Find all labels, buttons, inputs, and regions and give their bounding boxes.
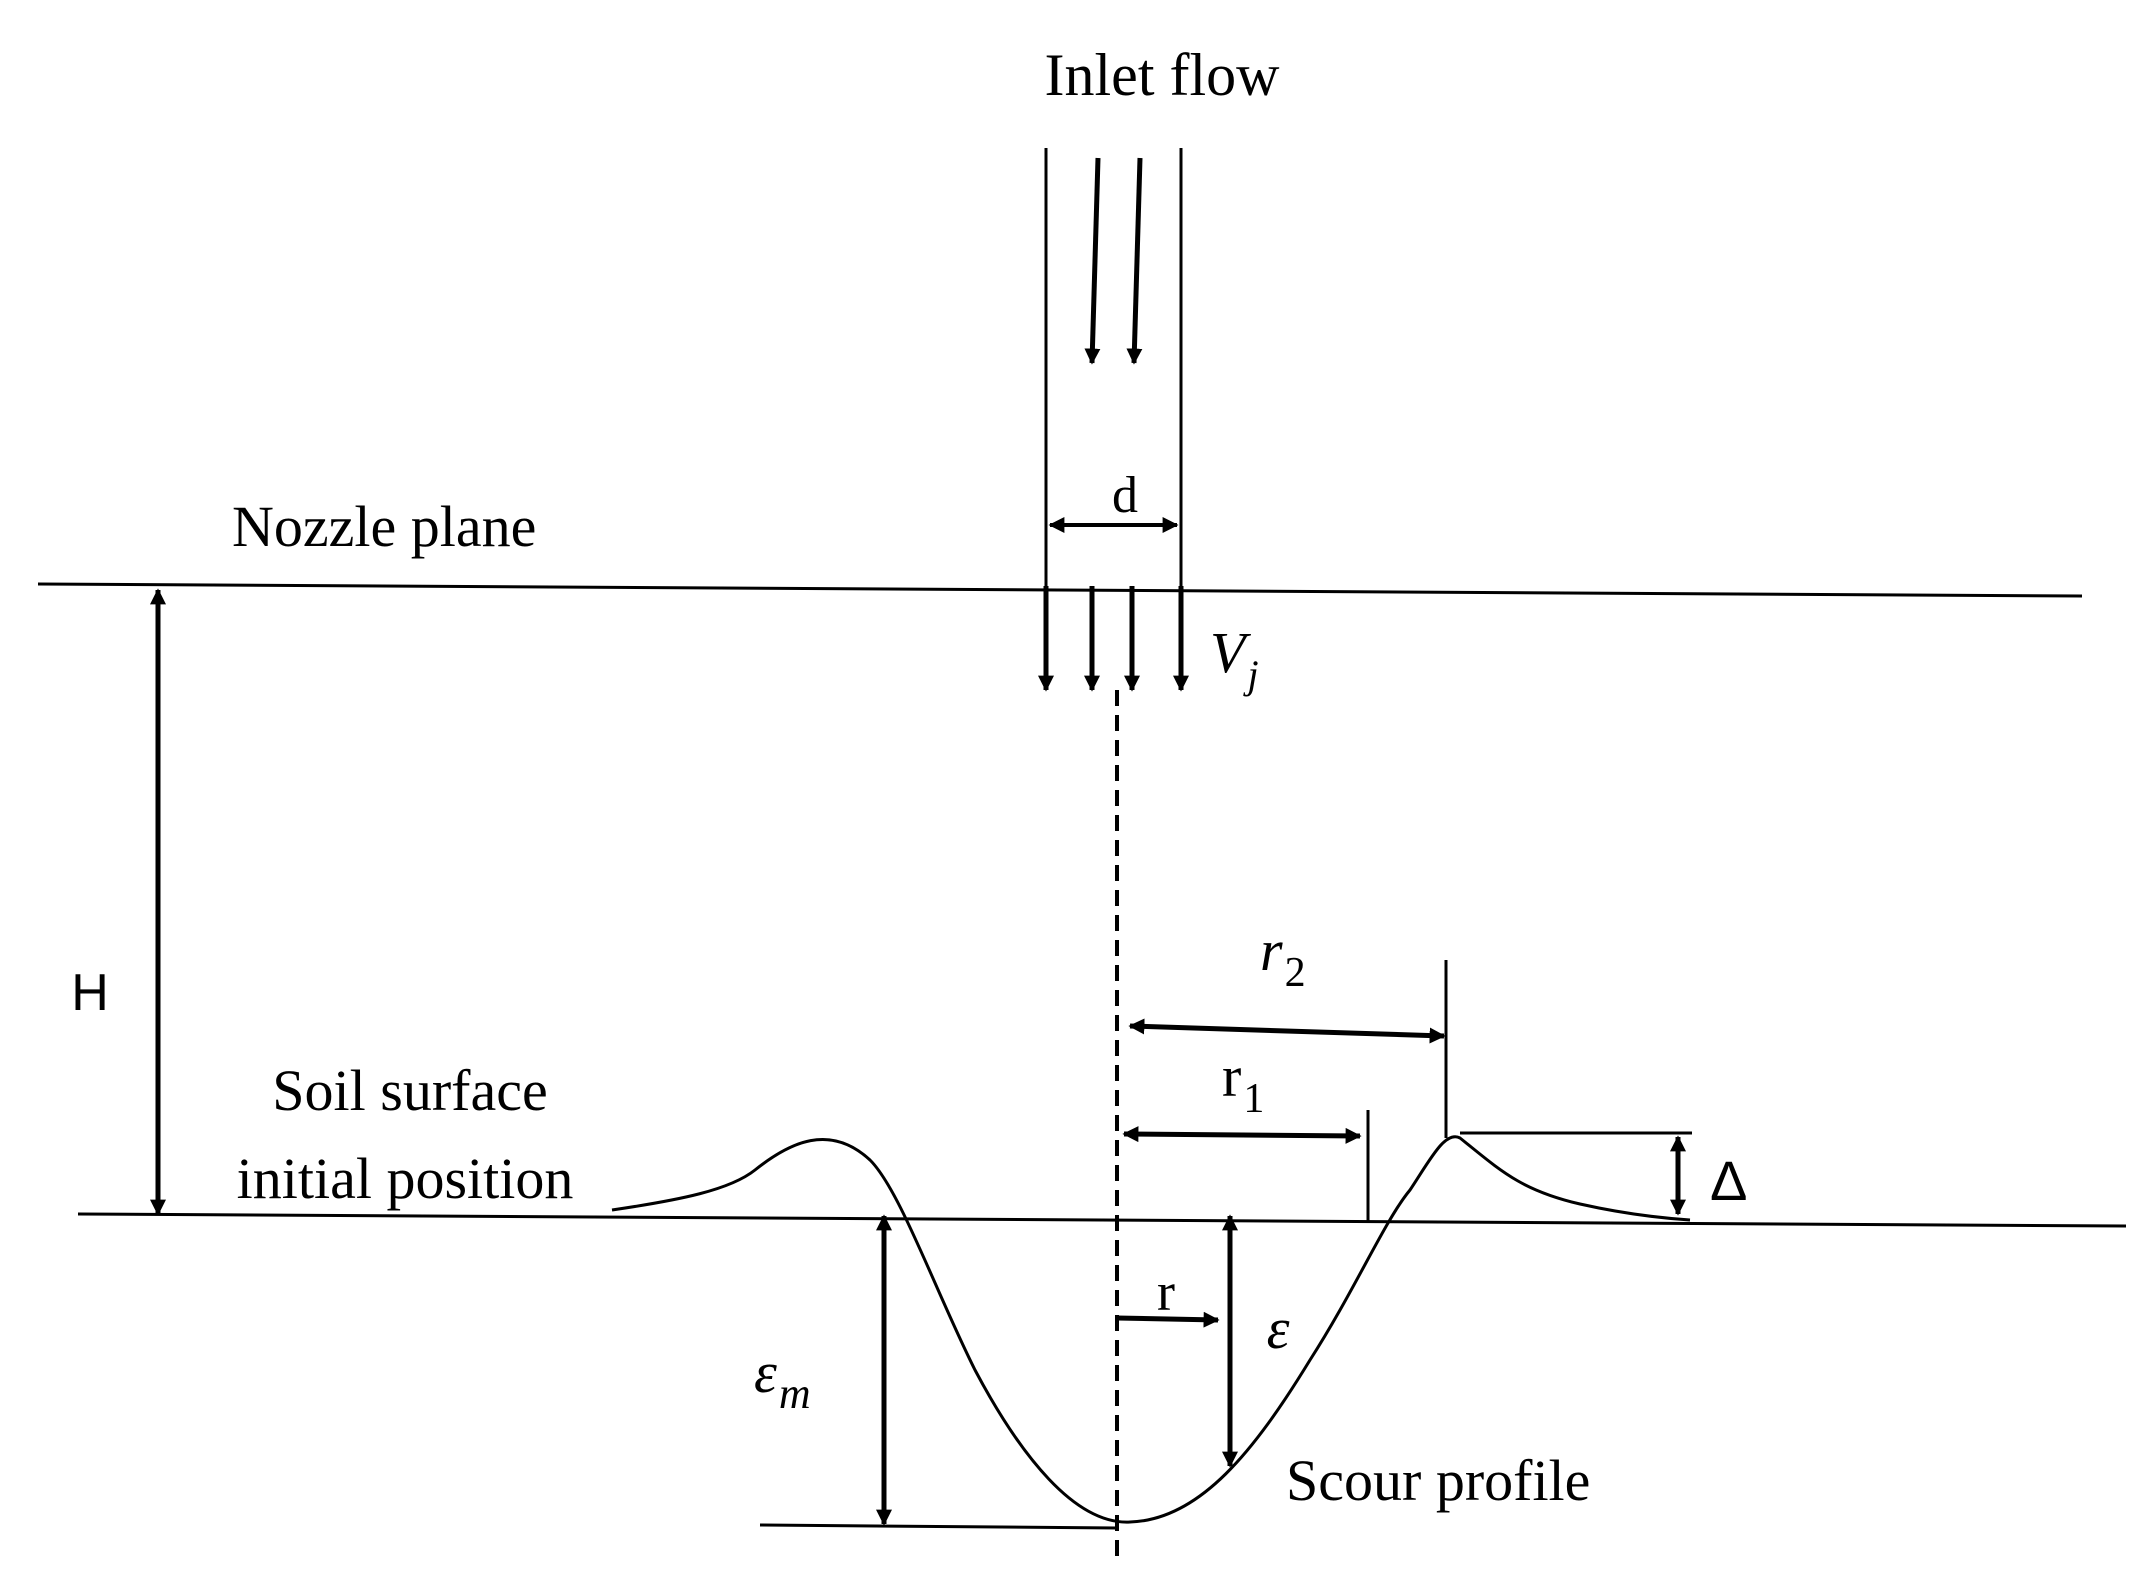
max-scour-depth-label: εm: [754, 1340, 811, 1418]
mound-height-label: Δ: [1710, 1149, 1747, 1212]
soil-surface-label-line2: initial position: [237, 1146, 574, 1211]
nozzle-plane-label: Nozzle plane: [232, 494, 536, 559]
radius-arrow: [1116, 1311, 1220, 1328]
inlet-flow-label: Inlet flow: [1045, 42, 1281, 108]
inlet-arrow-left: [1084, 157, 1101, 365]
radius-2-arrow: [1128, 1018, 1446, 1044]
radius-2-label: r2: [1260, 918, 1306, 996]
radius-1-arrow: [1122, 1126, 1362, 1144]
soil-surface-line: [77, 1212, 2127, 1228]
jet-velocity-label: Vj: [1210, 620, 1259, 697]
soil-surface-label-line1: Soil surface: [272, 1058, 547, 1123]
nozzle-diameter-label: d: [1112, 467, 1138, 524]
height-label: H: [71, 964, 109, 1022]
inlet-arrow-right: [1126, 157, 1143, 365]
radius-1-label: r1: [1222, 1044, 1264, 1122]
scour-profile-curve: [611, 1135, 1691, 1524]
nozzle-plane-line: [37, 582, 2083, 598]
scour-bottom-line: [759, 1523, 1118, 1530]
scour-depth-label: ε: [1267, 1296, 1290, 1361]
radius-label: r: [1157, 1262, 1175, 1322]
scour-profile-label: Scour profile: [1286, 1448, 1590, 1513]
